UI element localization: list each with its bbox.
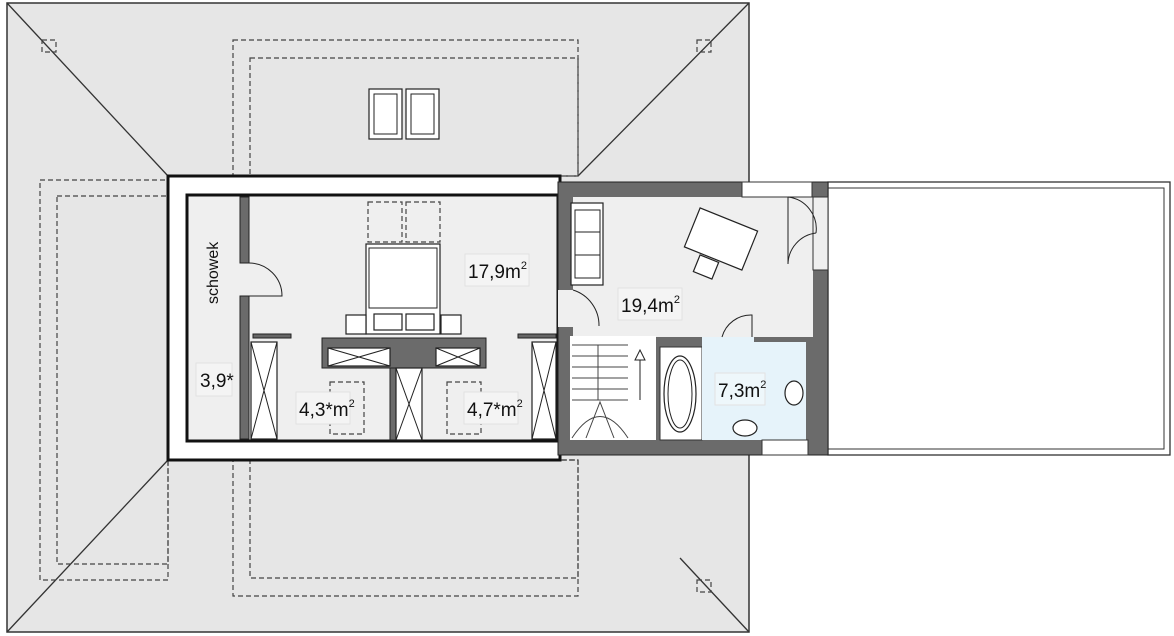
room-area-bathroom: 7,3m2 [714, 372, 766, 406]
skylight [368, 88, 440, 140]
office-wing [557, 181, 829, 456]
bed [345, 201, 462, 335]
area-unit-sup: 2 [760, 379, 766, 391]
svg-text:4,3*m2: 4,3*m2 [299, 398, 355, 421]
svg-text:19,4m2: 19,4m2 [621, 294, 680, 317]
room-area-wardrobe-right: 4,7*m2 [463, 391, 523, 425]
terrace [827, 181, 1171, 456]
area-value: 17,9m [468, 262, 521, 283]
svg-text:17,9m2: 17,9m2 [468, 260, 527, 283]
area-unit-sup: 2 [674, 294, 680, 306]
area-value: 7,3m [718, 381, 760, 402]
area-unit-sup: 2 [349, 398, 355, 410]
storage-name: schowek [205, 241, 222, 304]
area-unit-sup: 2 [517, 398, 523, 410]
stairs [571, 344, 646, 439]
area-value: 19,4m [621, 296, 674, 317]
svg-text:4,7*m2: 4,7*m2 [467, 398, 523, 421]
desk [683, 207, 759, 280]
area-value: 4,7*m [467, 400, 517, 421]
area-value: 3,9* [200, 371, 234, 392]
svg-text:7,3m2: 7,3m2 [718, 379, 766, 402]
room-area-storage: 3,9* [195, 362, 234, 397]
sofa [570, 202, 604, 286]
room-area-office: 19,4m2 [617, 287, 683, 321]
area-unit-sup: 2 [521, 260, 527, 272]
area-value: 4,3*m [299, 400, 349, 421]
room-area-bedroom: 17,9m2 [464, 253, 530, 287]
room-area-wardrobe-left: 4,3*m2 [295, 391, 355, 425]
storage-label: schowek [205, 241, 222, 304]
attic-wing [166, 174, 562, 462]
